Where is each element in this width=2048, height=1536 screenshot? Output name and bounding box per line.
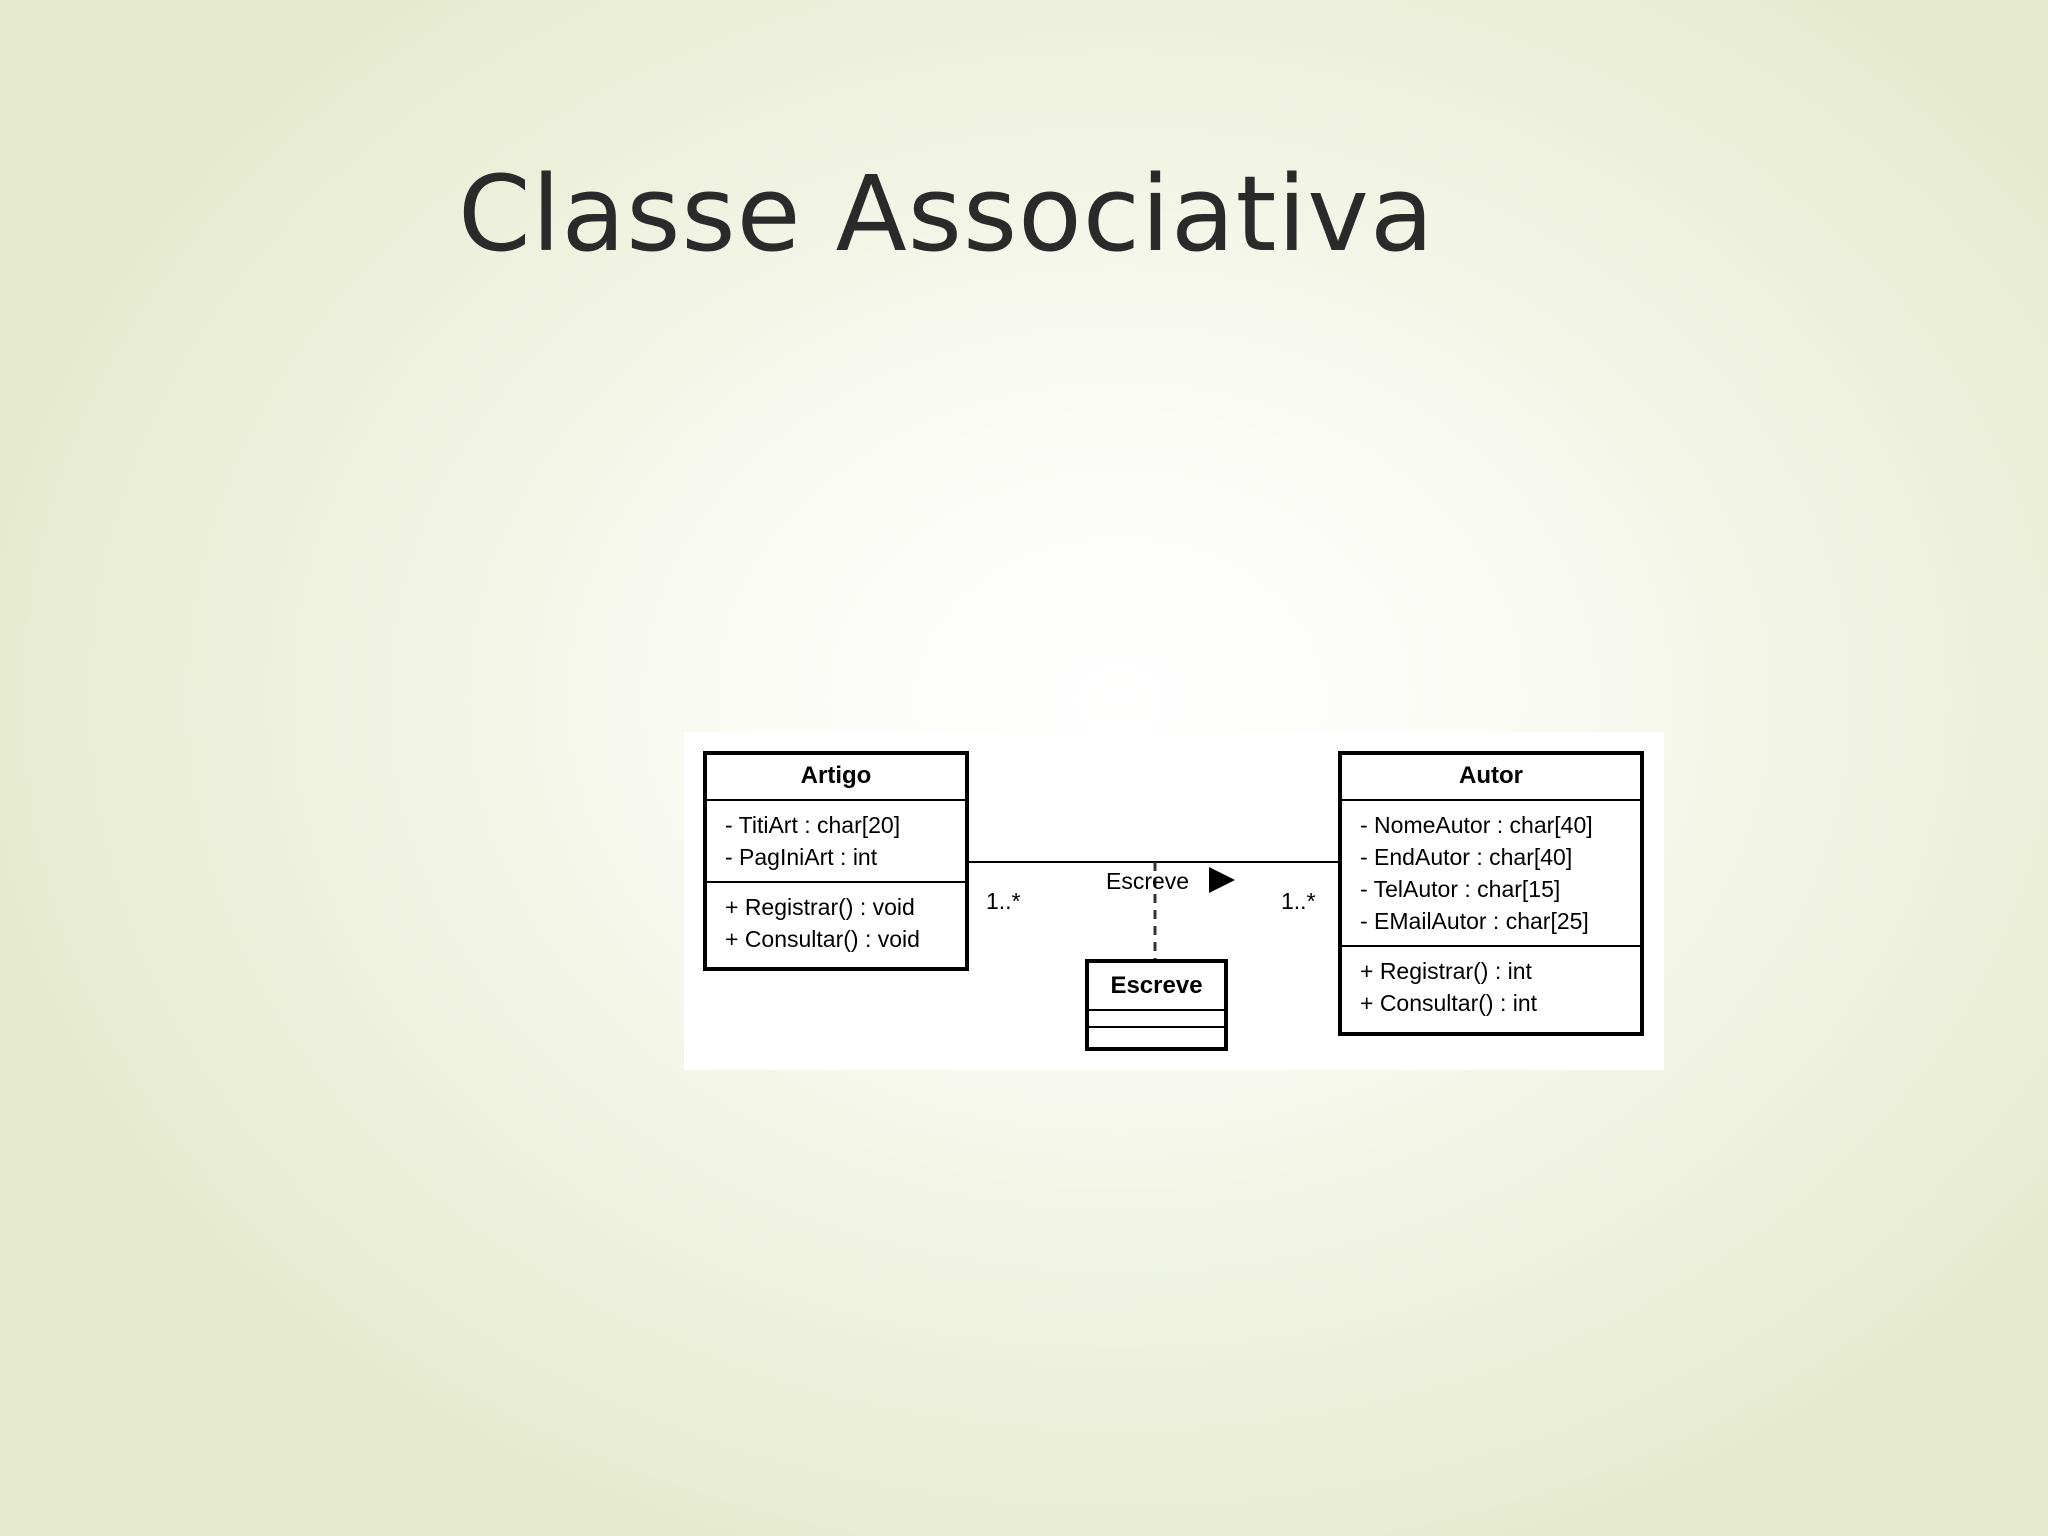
- class-artigo-name: Artigo: [707, 755, 965, 801]
- multiplicity-autor: 1..*: [1281, 888, 1316, 914]
- class-autor-operations: + Registrar() : int + Consultar() : int: [1342, 945, 1640, 1027]
- class-autor-attributes: - NomeAutor : char[40] - EndAutor : char…: [1342, 801, 1640, 945]
- triangle-right-icon: [1209, 867, 1235, 893]
- attribute: - EndAutor : char[40]: [1360, 844, 1573, 870]
- association-name: Escreve: [1106, 868, 1190, 894]
- association-class-escreve[interactable]: Escreve: [1085, 959, 1228, 1051]
- uml-diagram: Artigo - TitiArt : char[20] - PagIniArt …: [684, 732, 1664, 1070]
- operation: + Consultar() : int: [1360, 990, 1538, 1016]
- slide-title: Classe Associativa: [458, 153, 1435, 275]
- association-class-attributes: [1089, 1011, 1224, 1026]
- operation: + Registrar() : void: [725, 894, 915, 920]
- operation: + Registrar() : int: [1360, 958, 1532, 984]
- operation: + Consultar() : void: [725, 926, 920, 952]
- class-artigo-operations: + Registrar() : void + Consultar() : voi…: [707, 881, 965, 963]
- association-class-name: Escreve: [1089, 963, 1224, 1011]
- attribute: - EMailAutor : char[25]: [1360, 908, 1589, 934]
- class-autor[interactable]: Autor - NomeAutor : char[40] - EndAutor …: [1338, 751, 1644, 1036]
- association-lines: [967, 861, 1340, 960]
- attribute: - TelAutor : char[15]: [1360, 876, 1561, 902]
- class-artigo-attributes: - TitiArt : char[20] - PagIniArt : int: [707, 801, 965, 881]
- attribute: - PagIniArt : int: [725, 844, 878, 870]
- class-autor-name: Autor: [1342, 755, 1640, 801]
- attribute: - NomeAutor : char[40]: [1360, 812, 1593, 838]
- attribute: - TitiArt : char[20]: [725, 812, 901, 838]
- multiplicity-artigo: 1..*: [986, 888, 1021, 914]
- association-class-operations: [1089, 1026, 1224, 1043]
- class-artigo[interactable]: Artigo - TitiArt : char[20] - PagIniArt …: [703, 751, 969, 971]
